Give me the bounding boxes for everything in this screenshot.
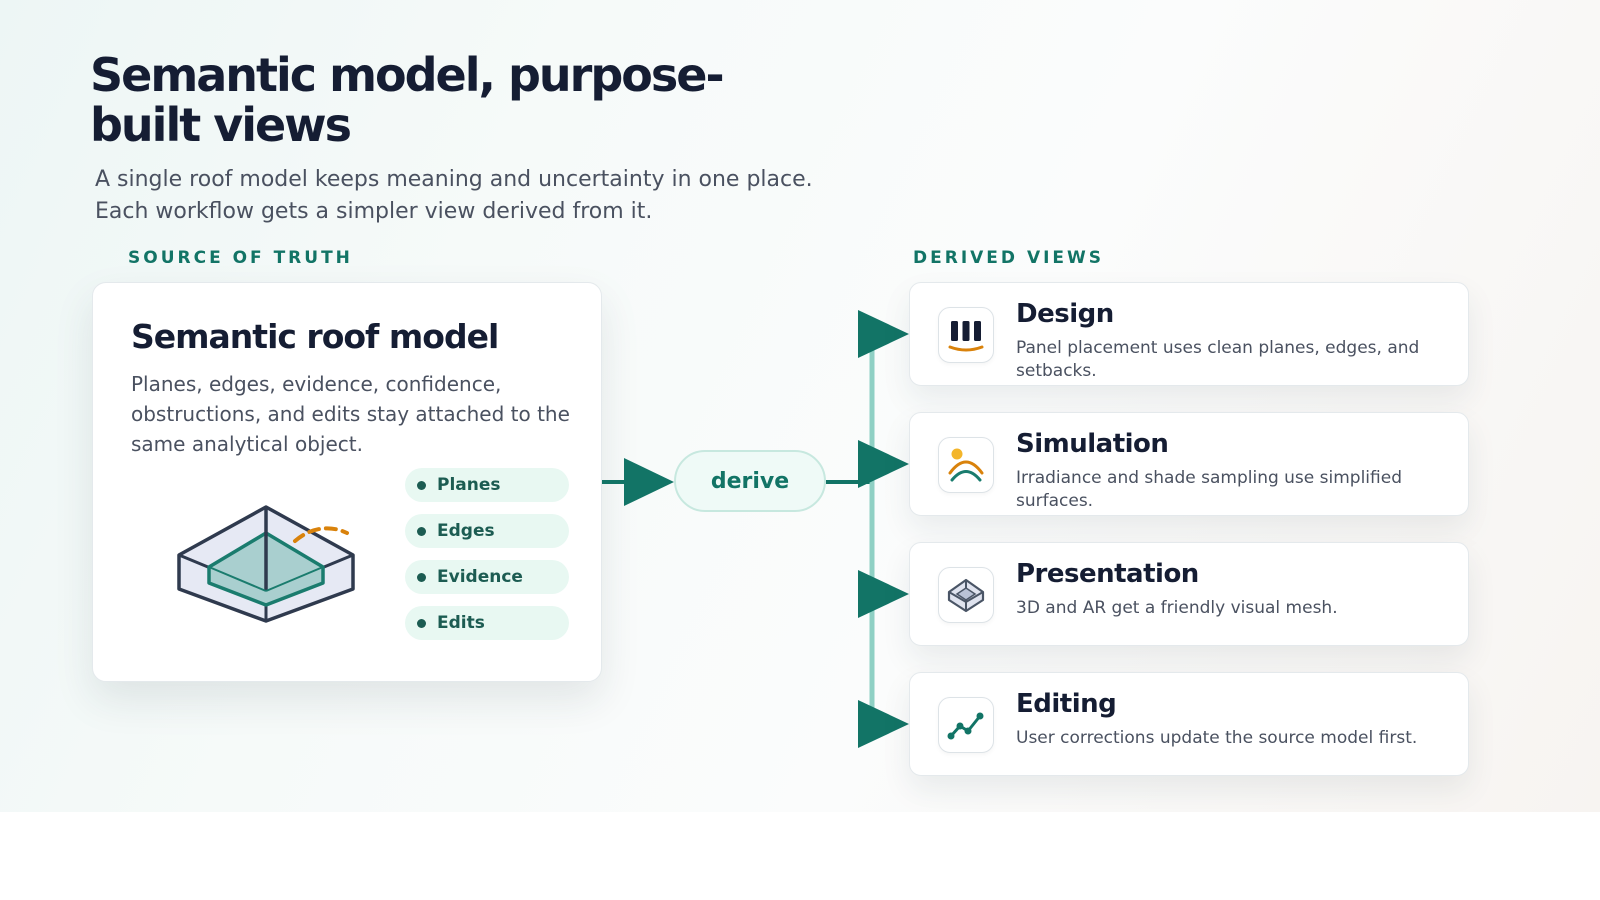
view-name: Design: [1016, 299, 1114, 329]
subtitle-line: A single roof model keeps meaning and un…: [95, 167, 813, 192]
view-description: Irradiance and shade sampling use simpli…: [1016, 468, 1402, 511]
view-description: 3D and AR get a friendly visual mesh.: [1016, 598, 1338, 618]
chip-dot-icon: [417, 526, 426, 536]
view-card-simulation: Simulation Irradiance and shade sampling…: [909, 412, 1469, 516]
arrow-design-icon: [858, 310, 909, 358]
derive-label: derive: [674, 450, 826, 512]
chip-dot-icon: [417, 480, 426, 490]
view-name: Editing: [1016, 689, 1117, 719]
page-subtitle: A single roof model keeps meaning and un…: [95, 164, 855, 228]
source-attribute-chips: Planes Edges Evidence Edits: [405, 468, 569, 652]
view-card-presentation: Presentation 3D and AR get a friendly vi…: [909, 542, 1469, 646]
chip-label: Evidence: [437, 567, 523, 587]
arrow-presentation-icon: [858, 570, 909, 618]
view-name: Presentation: [1016, 559, 1199, 589]
source-section-label: SOURCE OF TRUTH: [128, 248, 353, 268]
chip-label: Edges: [437, 521, 495, 541]
view-card-design: Design Panel placement uses clean planes…: [909, 282, 1469, 386]
slide-canvas: Semantic model, purpose-built views A si…: [0, 0, 1600, 812]
subtitle-line: Each workflow gets a simpler view derive…: [95, 199, 653, 224]
view-name: Simulation: [1016, 429, 1169, 459]
flow-connectors: [602, 310, 909, 748]
chip-edits: Edits: [405, 606, 569, 640]
chip-dot-icon: [417, 618, 426, 628]
view-description: Panel placement uses clean planes, edges…: [1016, 338, 1420, 381]
chip-label: Planes: [437, 475, 501, 495]
edit-path-icon: [938, 697, 994, 753]
mesh-cube-icon: [938, 567, 994, 623]
derived-section-label: DERIVED VIEWS: [913, 248, 1105, 268]
chip-label: Edits: [437, 613, 485, 633]
view-description: User corrections update the source model…: [1016, 728, 1418, 748]
source-card-description: Planes, edges, evidence, confidence, obs…: [131, 372, 570, 456]
source-card-title: Semantic roof model: [131, 317, 499, 356]
view-card-editing: Editing User corrections update the sour…: [909, 672, 1469, 776]
chip-planes: Planes: [405, 468, 569, 502]
roof-model-icon: [177, 505, 355, 623]
source-card: Semantic roof model Planes, edges, evide…: [92, 282, 602, 682]
panel-bars-icon: [938, 307, 994, 363]
chip-evidence: Evidence: [405, 560, 569, 594]
sun-arc-icon: [938, 437, 994, 493]
arrow-editing-icon: [858, 700, 909, 748]
chip-edges: Edges: [405, 514, 569, 548]
chip-dot-icon: [417, 572, 426, 582]
page-title: Semantic model, purpose-built views: [90, 48, 725, 152]
arrow-simulation-icon: [858, 440, 909, 488]
arrow-into-derive-icon: [624, 458, 674, 506]
